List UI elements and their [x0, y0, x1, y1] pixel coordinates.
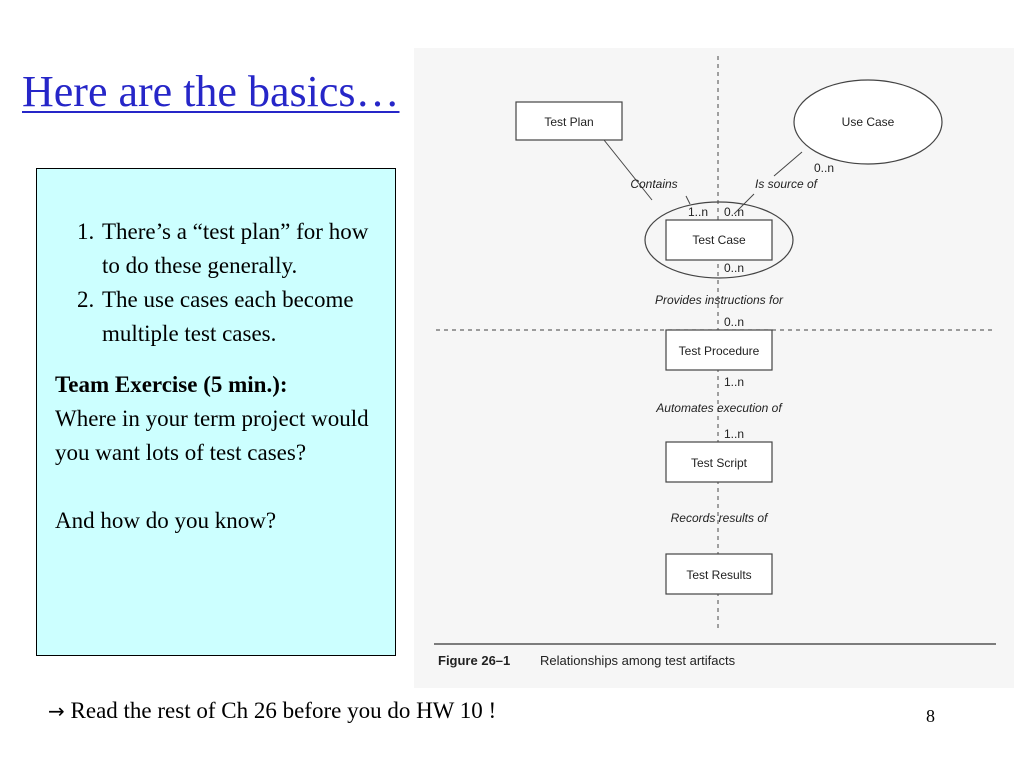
- multiplicity-script-in: 1..n: [724, 427, 744, 441]
- page-number: 8: [926, 706, 935, 726]
- multiplicity-test-case-in-left: 1..n: [688, 205, 708, 219]
- node-test-script: [665, 441, 773, 483]
- multiplicity-procedure-out: 1..n: [724, 375, 744, 389]
- node-test-case-label: Test Case: [692, 233, 746, 247]
- exercise-question: And how do you know?: [55, 508, 277, 533]
- figure-26-1: Test Plan Use Case Test Case Test Proced…: [414, 48, 1014, 688]
- relation-is-source-of: Is source of: [755, 177, 819, 191]
- node-use-case: [793, 79, 943, 165]
- multiplicity-test-case-in-right: 0..n: [724, 205, 744, 219]
- node-test-procedure-label: Test Procedure: [679, 344, 760, 358]
- figure-caption-label: Figure 26–1: [438, 653, 510, 668]
- footer-text: Read the rest of Ch 26 before you do HW …: [70, 698, 497, 723]
- list-item: There’s a “test plan” for how to do thes…: [100, 215, 381, 283]
- exercise-heading: Team Exercise (5 min.):: [55, 372, 288, 397]
- footer-note: → Read the rest of Ch 26 before you do H…: [48, 698, 496, 724]
- test-artifacts-diagram: Test Plan Use Case Test Case Test Proced…: [434, 56, 996, 668]
- list-item: The use cases each become multiple test …: [100, 283, 381, 351]
- exercise-body: Where in your term project would you wan…: [55, 406, 369, 465]
- test-case-highlight-ellipse: [644, 201, 794, 279]
- bullet-list: There’s a “test plan” for how to do thes…: [55, 215, 381, 351]
- right-arrow-icon: →: [48, 699, 65, 723]
- node-test-script-label: Test Script: [691, 456, 748, 470]
- relation-contains: Contains: [630, 177, 677, 191]
- relation-records-results-of: Records results of: [671, 511, 769, 525]
- multiplicity-use-case-out: 0..n: [814, 161, 834, 175]
- relation-automates-execution-of: Automates execution of: [655, 401, 783, 415]
- slide-title: Here are the basics…: [22, 67, 400, 116]
- team-exercise: Team Exercise (5 min.): Where in your te…: [55, 368, 381, 538]
- node-use-case-label: Use Case: [842, 115, 895, 129]
- node-test-results: [665, 553, 773, 595]
- node-test-case: [665, 219, 773, 261]
- node-test-results-label: Test Results: [686, 568, 751, 582]
- multiplicity-test-case-out: 0..n: [724, 261, 744, 275]
- connector-usecase-to-source: [773, 151, 803, 177]
- bullet-textbox: There’s a “test plan” for how to do thes…: [36, 168, 396, 656]
- node-test-plan: [515, 101, 623, 141]
- multiplicity-procedure-in: 0..n: [724, 315, 744, 329]
- connector-plan-to-contains: [603, 139, 653, 201]
- connector-contains-to-testcase: [685, 195, 691, 205]
- figure-caption-text: Relationships among test artifacts: [540, 653, 736, 668]
- node-test-plan-label: Test Plan: [544, 115, 593, 129]
- relation-provides-instructions-for: Provides instructions for: [655, 293, 784, 307]
- node-test-procedure: [665, 329, 773, 371]
